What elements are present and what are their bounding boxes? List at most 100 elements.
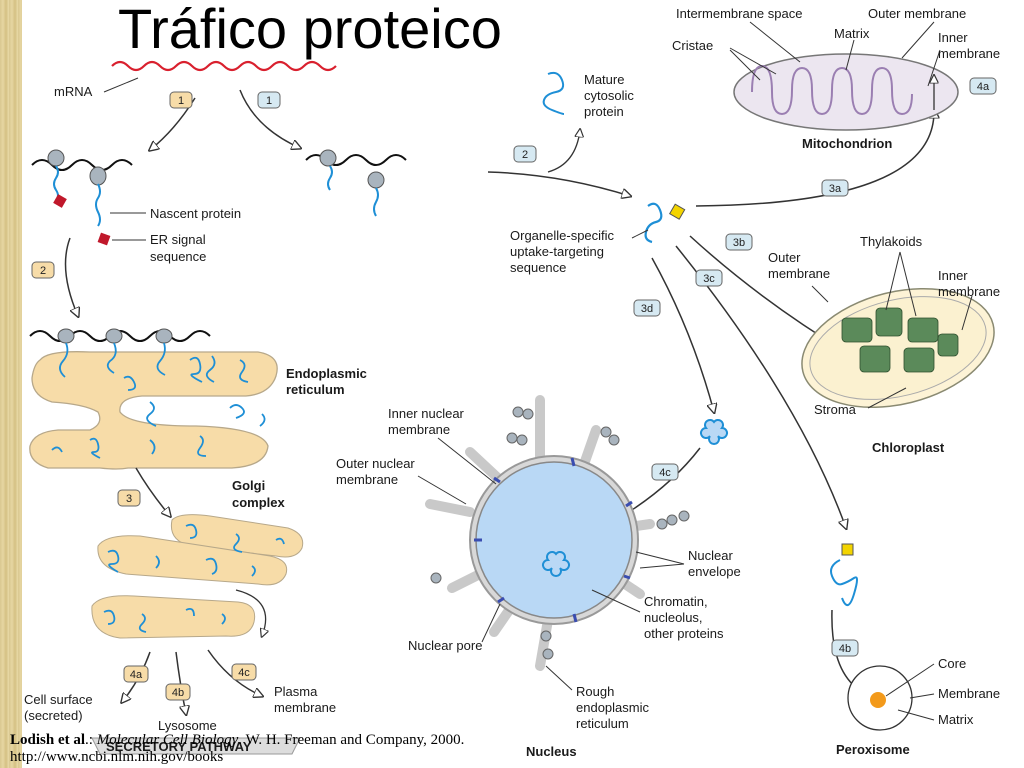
arrow-step-1-cytosol: [239, 89, 300, 148]
arrow-to-mature-protein: [547, 130, 580, 173]
step-3-golgi: 3: [126, 493, 132, 505]
label-chromatin: Chromatin,: [644, 594, 708, 609]
label-outer-chloro-membrane: membrane: [768, 266, 830, 281]
nascent-protein-strand-2: [95, 183, 101, 227]
label-secretory-pathway: SECRETORY PATHWAY: [106, 739, 252, 754]
step-3b: 3b: [733, 237, 745, 249]
er-signal-marker-2: [97, 232, 111, 246]
peroxisome-leaders: [885, 663, 935, 721]
mrna-leader: [103, 77, 139, 93]
mature-protein-squiggle: [542, 71, 565, 115]
label-nuclear-pore: Nuclear pore: [408, 638, 482, 653]
ribosome-icon: [319, 149, 337, 167]
label-other-proteins: other proteins: [644, 626, 724, 641]
label-membrane-perox: Membrane: [938, 686, 1000, 701]
label-outer-chloro: Outer: [768, 250, 801, 265]
label-cell-surface: Cell surface: [24, 692, 93, 707]
label-inner-mito: Inner: [938, 30, 968, 45]
mrna-er-bound: [31, 159, 133, 171]
label-er-signal-2: sequence: [150, 249, 206, 264]
citation-url[interactable]: http://www.ncbi.nlm.nih.gov/books: [10, 749, 224, 765]
label-core: Core: [938, 656, 966, 671]
label-mrna: mRNA: [54, 84, 93, 99]
label-organelle-specific: Organelle-specific: [510, 228, 615, 243]
step-4c-nucleus: 4c: [659, 467, 671, 479]
step-2-er: 2: [40, 265, 46, 277]
label-inner-nuclear-membrane: membrane: [388, 422, 450, 437]
secretory-pathway-band: [91, 737, 301, 755]
label-thylakoids: Thylakoids: [860, 234, 923, 249]
step-4b-peroxisome: 4b: [839, 643, 851, 655]
label-sequence: sequence: [510, 260, 566, 275]
golgi-complex-shape: [91, 514, 304, 639]
step-4a-secretory: 4a: [130, 669, 143, 681]
targeting-sequence-marker: [668, 203, 686, 220]
er-ribosome-row: [57, 328, 173, 344]
label-rough: Rough: [576, 684, 614, 699]
label-peroxisome: Peroxisome: [836, 742, 910, 757]
step-4b-secretory: 4b: [172, 687, 184, 699]
arrow-golgi-loop: [235, 589, 266, 636]
label-cytosolic: cytosolic: [584, 88, 634, 103]
label-mitochondrion: Mitochondrion: [802, 136, 892, 151]
label-nucleolus: nucleolus,: [644, 610, 703, 625]
label-golgi-complex: complex: [232, 495, 286, 510]
label-matrix-mito: Matrix: [834, 26, 870, 41]
ribosome-icon: [47, 149, 107, 186]
arrow-secretory-4b: [175, 651, 186, 714]
mrna-strand: [111, 60, 337, 72]
label-inner-nuclear: Inner nuclear: [388, 406, 465, 421]
cytosolic-nascent-strand: [327, 165, 333, 191]
step-2-cytosol: 2: [522, 149, 528, 161]
label-nucleus: Nucleus: [526, 744, 577, 759]
label-er-signal: ER signal: [150, 232, 206, 247]
label-outer-membrane-mito: Outer membrane: [868, 6, 966, 21]
label-secreted: (secreted): [24, 708, 83, 723]
label-nuclear-envelope: Nuclear: [688, 548, 733, 563]
peroxisome-protein-squiggle: [830, 559, 858, 606]
nuclear-protein-flower: [700, 419, 728, 445]
label-rough-endoplasmic: endoplasmic: [576, 700, 649, 715]
step-4c-secretory: 4c: [238, 667, 250, 679]
arrow-step-2-er: [64, 237, 79, 316]
cristae-folds: [751, 64, 913, 116]
arrow-3a: [695, 110, 934, 207]
label-inner-chloro: Inner: [938, 268, 968, 283]
cytosolic-ribosome-clusters: [430, 406, 690, 660]
step-1-cytosol: 1: [266, 95, 272, 107]
label-endoplasmic: Endoplasmic: [286, 366, 367, 381]
peroxisome-core: [870, 692, 886, 708]
label-uptake-targeting: uptake-targeting: [510, 244, 604, 259]
label-nascent-protein: Nascent protein: [150, 206, 241, 221]
label-reticulum: reticulum: [286, 382, 345, 397]
citation-book: Molecular Cell Biology: [96, 732, 239, 748]
label-outer-nuclear-membrane: membrane: [336, 472, 398, 487]
mitochondrion-shape: [733, 53, 959, 131]
er-signal-marker: [53, 194, 67, 208]
label-outer-nuclear: Outer nuclear: [336, 456, 415, 471]
thylakoid-stacks: [841, 307, 959, 373]
label-plasma-membrane: membrane: [274, 700, 336, 715]
arrow-3d: [651, 257, 714, 412]
arrow-step-2-cytosol: [487, 171, 630, 196]
step-1-er: 1: [178, 95, 184, 107]
label-matrix-perox: Matrix: [938, 712, 974, 727]
label-intermembrane-space: Intermembrane space: [676, 6, 802, 21]
label-inner-mito-membrane: membrane: [938, 46, 1000, 61]
citation-author: Lodish et al: [10, 732, 86, 748]
nuclear-pores: [474, 457, 633, 623]
cytosolic-nascent-strand-2: [373, 187, 379, 217]
nascent-protein-strand: [53, 165, 59, 201]
targeting-protein-squiggle: [644, 202, 663, 244]
nucleus-leaders: [417, 437, 685, 691]
label-chloroplast: Chloroplast: [872, 440, 945, 455]
arrow-step-3-golgi: [135, 467, 170, 516]
label-protein: protein: [584, 104, 624, 119]
label-inner-chloro-membrane: membrane: [938, 284, 1000, 299]
label-lysosome: Lysosome: [158, 718, 217, 733]
step-3a: 3a: [829, 183, 842, 195]
step-badges: [31, 77, 997, 701]
step-3d: 3d: [641, 303, 653, 315]
label-rough-reticulum: reticulum: [576, 716, 629, 731]
organelle-leader: [631, 229, 649, 239]
